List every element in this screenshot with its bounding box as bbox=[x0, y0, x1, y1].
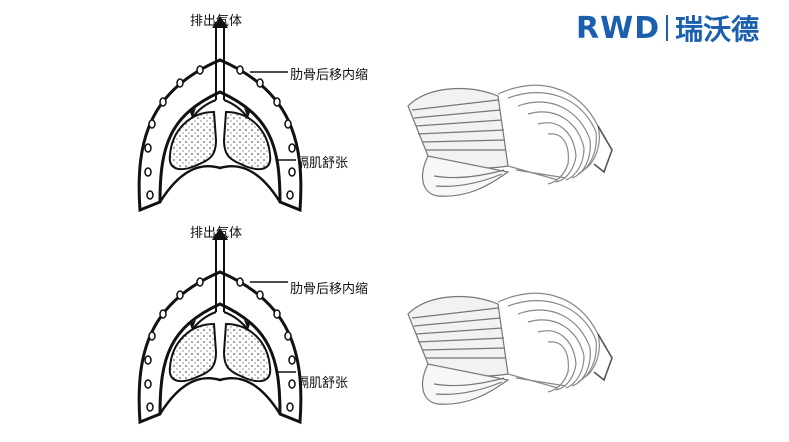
logo-chinese-text: 瑞沃德 bbox=[675, 13, 760, 46]
trachea bbox=[215, 234, 225, 312]
arrow-icon bbox=[190, 320, 196, 330]
bronchi bbox=[191, 311, 249, 331]
label-exhale-gas: 排出气体 bbox=[190, 14, 243, 29]
brand-logo: RWD 瑞沃德 bbox=[576, 8, 759, 48]
rib-arcs bbox=[497, 84, 600, 185]
diaphragm bbox=[158, 376, 282, 415]
chest-wall-outer bbox=[137, 58, 303, 213]
right-lung bbox=[222, 110, 272, 171]
rib-arcs bbox=[497, 292, 600, 393]
ribcage-sketch bbox=[407, 292, 613, 405]
thorax-diagram bbox=[137, 228, 303, 425]
arrow-icon bbox=[190, 108, 196, 118]
thorax-diagram bbox=[137, 16, 303, 213]
logo-divider bbox=[666, 15, 669, 41]
logo-latin-text: RWD bbox=[576, 10, 661, 46]
left-lung bbox=[168, 110, 218, 171]
label-diaphragm-relax: 膈肌舒张 bbox=[296, 156, 349, 171]
up-arrow-icon bbox=[212, 16, 228, 28]
up-arrow-icon bbox=[212, 228, 228, 240]
chest-wall-outer bbox=[137, 270, 303, 425]
bronchi bbox=[191, 99, 249, 119]
rib-markers bbox=[144, 277, 296, 412]
arrow-icon bbox=[244, 320, 250, 330]
label-exhale-gas: 排出气体 bbox=[190, 226, 243, 241]
left-lung bbox=[168, 322, 218, 383]
arrow-icon bbox=[244, 108, 250, 118]
diaphragm bbox=[158, 164, 282, 203]
trachea bbox=[215, 22, 225, 100]
label-diaphragm-relax: 膈肌舒张 bbox=[296, 376, 349, 391]
right-lung bbox=[222, 322, 272, 383]
label-ribs-retract: 肋骨后移内缩 bbox=[290, 282, 369, 297]
label-ribs-retract: 肋骨后移内缩 bbox=[290, 68, 369, 83]
rib-markers bbox=[144, 65, 296, 200]
ribcage-sketch bbox=[407, 84, 613, 197]
